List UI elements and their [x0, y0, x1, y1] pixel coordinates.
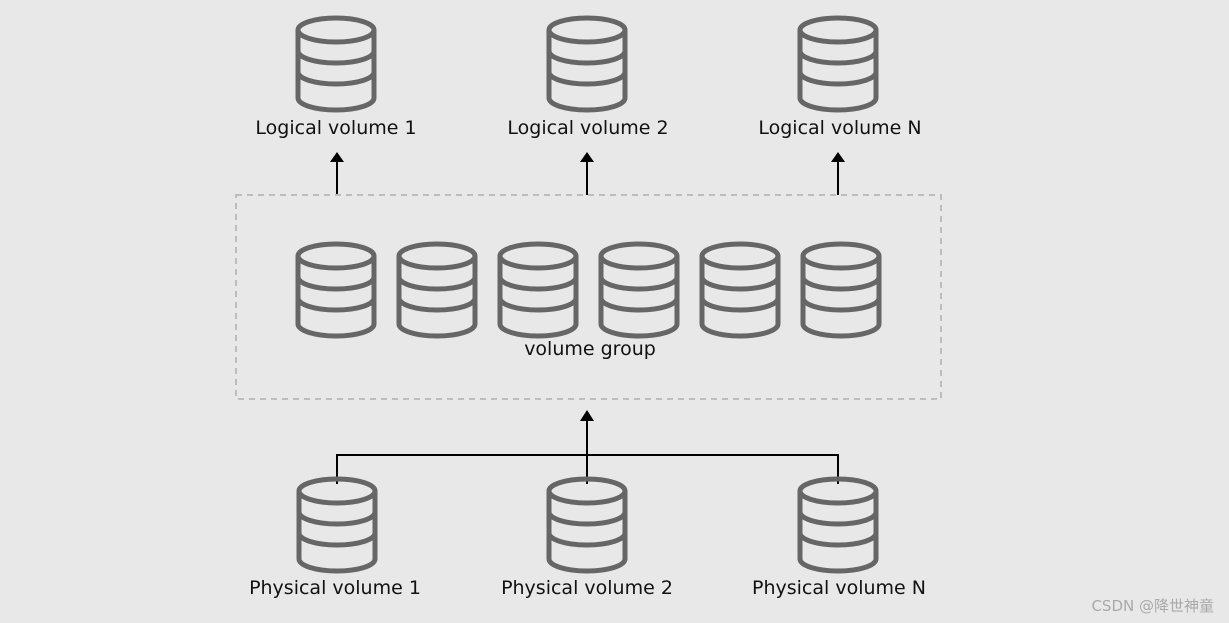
- database-icon: [298, 244, 374, 336]
- database-icon: [549, 18, 625, 110]
- database-icon: [601, 244, 677, 336]
- physical-volume-n-label: Physical volume N: [752, 577, 926, 599]
- physical-volumes: Physical volume 1 Physical volume 2 Phys…: [249, 479, 926, 599]
- database-icon: [298, 18, 374, 110]
- database-icon: [800, 18, 876, 110]
- arrow-up-icon: [330, 152, 344, 195]
- volume-group-label: volume group: [524, 338, 656, 360]
- arrow-up-icon: [580, 152, 594, 195]
- logical-volume-2-label: Logical volume 2: [507, 117, 668, 139]
- arrow-up-icon: [831, 152, 845, 195]
- database-icon: [549, 479, 625, 571]
- volume-group: volume group: [235, 194, 942, 400]
- logical-volumes: Logical volume 1 Logical volume 2 Logica…: [255, 18, 922, 139]
- database-icon: [399, 244, 475, 336]
- logical-volume-n-label: Logical volume N: [758, 117, 921, 139]
- arrows-to-logical: [330, 152, 845, 195]
- database-icon: [299, 479, 375, 571]
- database-icon: [500, 244, 576, 336]
- database-icon: [800, 479, 876, 571]
- physical-connector: [336, 410, 839, 484]
- volume-group-border: [235, 194, 942, 400]
- arrow-up-icon: [580, 410, 594, 421]
- database-icon: [702, 244, 778, 336]
- logical-volume-1-label: Logical volume 1: [255, 117, 416, 139]
- physical-volume-2-label: Physical volume 2: [501, 577, 673, 599]
- physical-volume-1-label: Physical volume 1: [249, 577, 421, 599]
- database-icon: [803, 244, 879, 336]
- watermark: CSDN @降世神童: [1091, 597, 1214, 615]
